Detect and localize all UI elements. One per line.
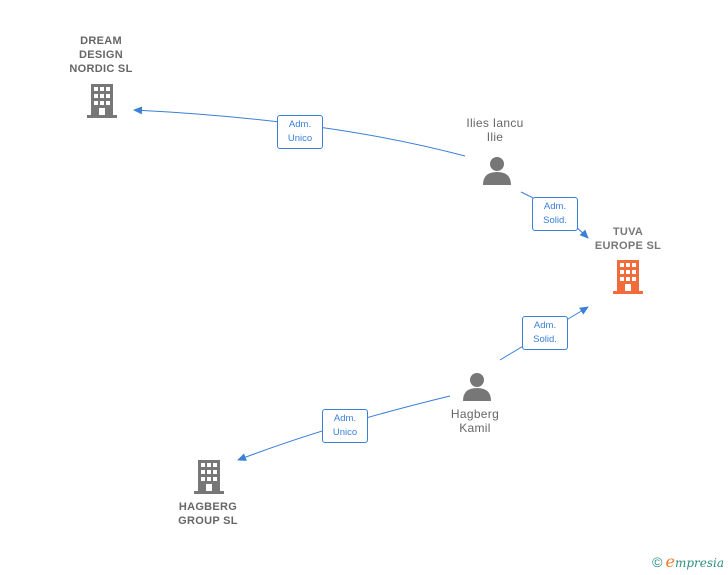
footer-brand[interactable]: © empresia — [652, 552, 724, 571]
edge-label-kamil-group: Adm. Unico — [322, 409, 368, 443]
building-icon[interactable] — [86, 84, 118, 118]
brand-logo: empresia — [665, 552, 724, 571]
edge-label-ilies-tuva: Adm. Solid. — [532, 197, 578, 231]
person-label-ilies[interactable]: Ilies Iancu Ilie — [466, 116, 524, 144]
person-label-hagberg-kamil[interactable]: Hagberg Kamil — [450, 407, 500, 435]
building-icon-main[interactable] — [612, 260, 644, 294]
company-label-dream-design[interactable]: DREAM DESIGN NORDIC SL — [69, 35, 133, 75]
person-icon[interactable] — [462, 371, 492, 401]
company-label-hagberg-group[interactable]: HAGBERG GROUP SL — [178, 501, 238, 527]
building-icon[interactable] — [193, 460, 225, 494]
edge-label-ilies-dream: Adm. Unico — [277, 115, 323, 149]
company-label-tuva[interactable]: TUVA EUROPE SL — [594, 226, 662, 252]
copyright-symbol: © — [652, 553, 663, 570]
brand-name: mpresia — [674, 556, 724, 570]
edge-label-kamil-tuva: Adm. Solid. — [522, 316, 568, 350]
brand-initial: e — [665, 552, 675, 571]
person-icon[interactable] — [482, 155, 512, 185]
